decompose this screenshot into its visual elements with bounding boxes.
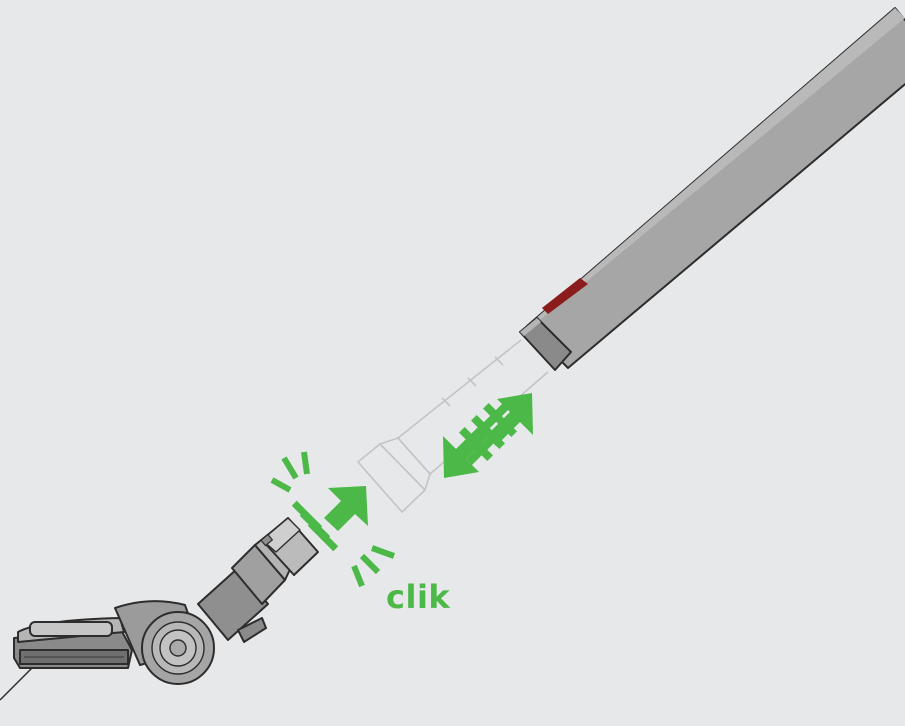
double-arrow-icon bbox=[443, 393, 533, 478]
click-caption: clik bbox=[386, 578, 451, 616]
cleaner-head bbox=[0, 517, 319, 701]
ghost-outline bbox=[357, 339, 549, 513]
release-latch-icon bbox=[542, 278, 588, 314]
click-burst-icon bbox=[270, 451, 396, 588]
insert-arrow-icon bbox=[291, 486, 368, 552]
wand-tube bbox=[519, 7, 905, 371]
